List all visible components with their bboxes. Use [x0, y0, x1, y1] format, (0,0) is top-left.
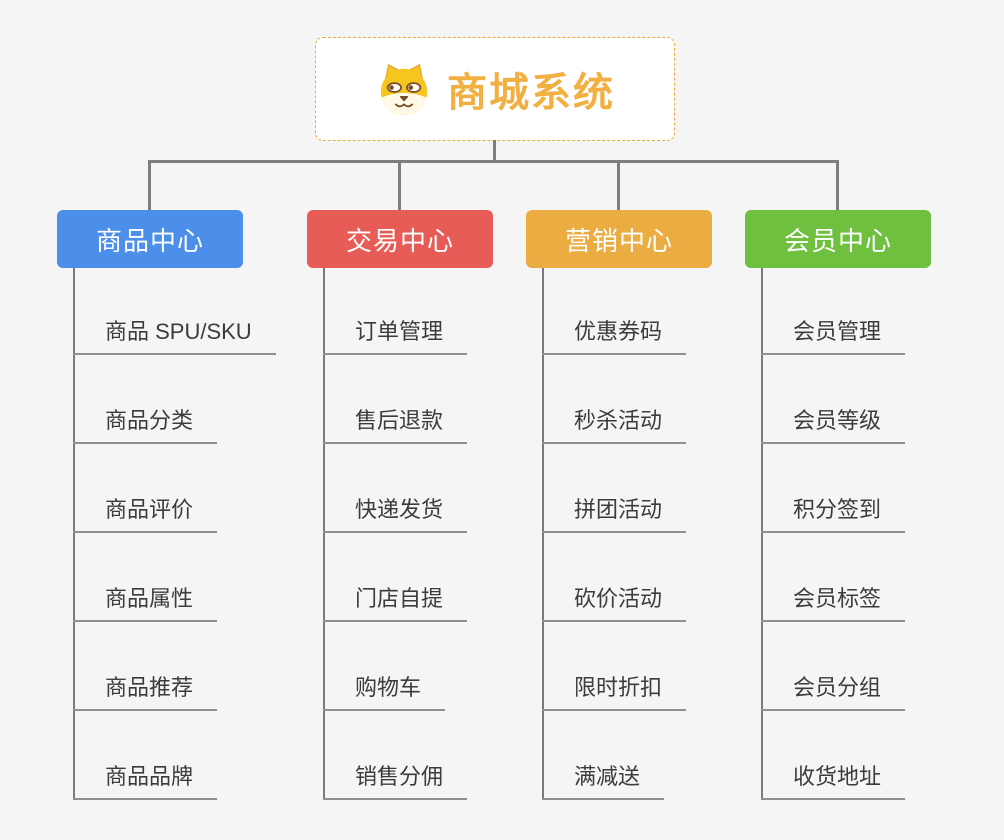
leaf-node[interactable]: 砍价活动 [542, 533, 712, 622]
branch-marketing-leaves: 优惠券码 秒杀活动 拼团活动 砍价活动 限时折扣 满减送 [542, 268, 712, 800]
leaf-node[interactable]: 优惠券码 [542, 268, 712, 355]
root-title: 商城系统 [447, 71, 615, 115]
leaf-node[interactable]: 收货地址 [761, 711, 931, 800]
leaf-node[interactable]: 订单管理 [323, 268, 493, 355]
leaf-node[interactable]: 满减送 [542, 711, 712, 800]
branch-node-marketing[interactable]: 营销中心 [526, 210, 712, 268]
dog-face-icon [380, 64, 428, 116]
leaf-node[interactable]: 秒杀活动 [542, 355, 712, 444]
branch-label: 商品中心 [95, 225, 204, 256]
leaf-node[interactable]: 商品属性 [73, 533, 276, 622]
branch-marketing: 营销中心 优惠券码 秒杀活动 拼团活动 砍价活动 限时折扣 满减送 [526, 210, 712, 800]
branch-products: 商品中心 商品 SPU/SKU 商品分类 商品评价 商品属性 商品推荐 商品品牌 [57, 210, 276, 800]
leaf-node[interactable]: 售后退款 [323, 355, 493, 444]
branch-trade-leaves: 订单管理 售后退款 快递发货 门店自提 购物车 销售分佣 [323, 268, 493, 800]
leaf-node[interactable]: 商品分类 [73, 355, 276, 444]
leaf-node[interactable]: 拼团活动 [542, 444, 712, 533]
leaf-node[interactable]: 限时折扣 [542, 622, 712, 711]
branch-members: 会员中心 会员管理 会员等级 积分签到 会员标签 会员分组 收货地址 [745, 210, 931, 800]
connector-root-drop [493, 140, 496, 162]
branch-node-trade[interactable]: 交易中心 [307, 210, 493, 268]
leaf-node[interactable]: 会员等级 [761, 355, 931, 444]
branch-products-leaves: 商品 SPU/SKU 商品分类 商品评价 商品属性 商品推荐 商品品牌 [73, 268, 276, 800]
leaf-node[interactable]: 会员分组 [761, 622, 931, 711]
connector-drop-trade [398, 160, 401, 211]
branch-node-members[interactable]: 会员中心 [745, 210, 931, 268]
leaf-node[interactable]: 会员标签 [761, 533, 931, 622]
branch-trade: 交易中心 订单管理 售后退款 快递发货 门店自提 购物车 销售分佣 [307, 210, 493, 800]
branch-label: 营销中心 [564, 225, 673, 256]
branch-label: 交易中心 [345, 225, 454, 256]
leaf-node[interactable]: 商品评价 [73, 444, 276, 533]
leaf-node[interactable]: 门店自提 [323, 533, 493, 622]
branch-label: 会员中心 [783, 225, 892, 256]
connector-drop-marketing [617, 160, 620, 211]
branch-node-products[interactable]: 商品中心 [57, 210, 243, 268]
connector-drop-products [148, 160, 151, 211]
leaf-node[interactable]: 会员管理 [761, 268, 931, 355]
leaf-node[interactable]: 商品品牌 [73, 711, 276, 800]
connector-bus [148, 160, 839, 163]
leaf-node[interactable]: 商品 SPU/SKU [73, 268, 276, 355]
leaf-node[interactable]: 商品推荐 [73, 622, 276, 711]
leaf-node[interactable]: 购物车 [323, 622, 493, 711]
branch-members-leaves: 会员管理 会员等级 积分签到 会员标签 会员分组 收货地址 [761, 268, 931, 800]
root-node[interactable]: 商城系统 [315, 37, 675, 141]
leaf-node[interactable]: 积分签到 [761, 444, 931, 533]
connector-drop-members [836, 160, 839, 211]
leaf-node[interactable]: 销售分佣 [323, 711, 493, 800]
leaf-node[interactable]: 快递发货 [323, 444, 493, 533]
